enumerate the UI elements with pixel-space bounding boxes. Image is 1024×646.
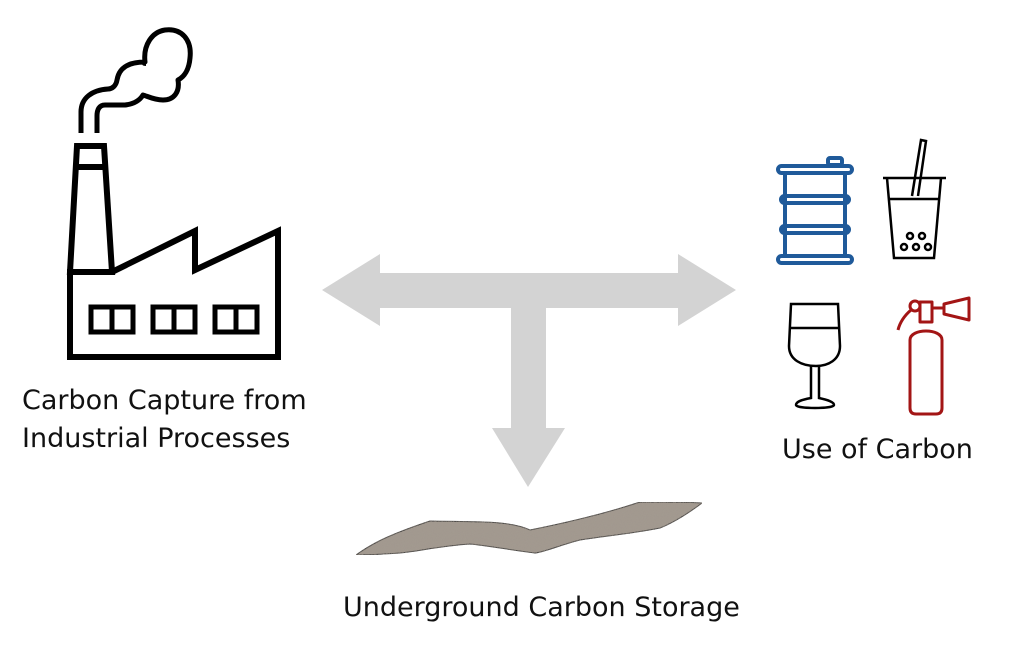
double-arrow-source-to-use bbox=[322, 254, 736, 487]
source-label-line2: Industrial Processes bbox=[22, 423, 291, 454]
fire-extinguisher-icon bbox=[896, 296, 971, 416]
wine-glass-icon bbox=[787, 302, 842, 410]
factory-icon bbox=[66, 27, 281, 360]
oil-barrel-icon bbox=[776, 156, 854, 265]
use-label: Use of Carbon bbox=[782, 434, 973, 465]
storage-label: Underground Carbon Storage bbox=[343, 592, 740, 623]
rock-layer-icon bbox=[354, 501, 704, 556]
bubble-tea-cup-icon bbox=[883, 138, 946, 260]
source-label-line1: Carbon Capture from bbox=[22, 385, 307, 416]
